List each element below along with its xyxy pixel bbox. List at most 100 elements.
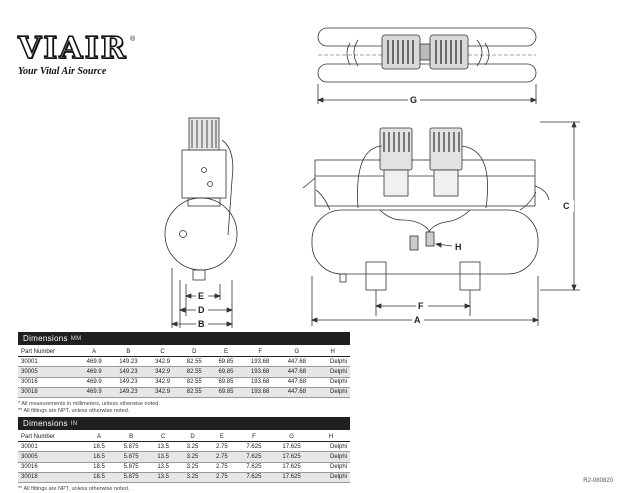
table-cell: 82.55: [178, 377, 211, 388]
table-cell: 30001: [18, 441, 85, 453]
table-cell: 13.5: [148, 451, 178, 463]
col-e: E: [210, 347, 242, 358]
table-cell: 30001: [18, 356, 79, 368]
table-cell: 447.68: [278, 377, 316, 388]
table-cell: 18.5: [84, 472, 114, 483]
dim-label-b: B: [198, 319, 205, 329]
col-d: D: [178, 347, 211, 358]
table-cell: 193.68: [241, 366, 279, 378]
table-cell: Delphi: [311, 472, 350, 483]
table-cell: 5.875: [113, 451, 149, 463]
table-cell: 7.625: [236, 462, 272, 473]
table-cell: 3.25: [177, 462, 208, 473]
table-cell: 5.875: [113, 472, 149, 483]
table-cell: 7.625: [236, 472, 272, 483]
dimensions-mm-header: Dimensions MM: [18, 332, 350, 345]
table-cell: 2.75: [207, 472, 237, 483]
table-cell: 69.85: [210, 377, 242, 388]
side-view: [164, 117, 238, 328]
logo-tagline: Your Vital Air Source: [18, 66, 107, 77]
col-c: C: [148, 432, 178, 443]
table-cell: 13.5: [148, 441, 178, 453]
table-cell: 469.9: [78, 356, 111, 368]
table-cell: 82.55: [178, 356, 211, 368]
table-cell: 2.75: [207, 462, 237, 473]
dimensions-mm-title: Dimensions: [23, 334, 68, 343]
table-cell: 30018: [18, 472, 85, 483]
logo-brand: VIAIR: [17, 31, 128, 66]
viair-logo: VIAIR ® Your Vital Air Source: [17, 31, 135, 77]
col-part-number: Part Number: [18, 347, 79, 358]
table-cell: 7.625: [236, 441, 272, 453]
col-g: G: [271, 432, 312, 443]
col-b: B: [113, 432, 149, 443]
dim-label-h: H: [455, 242, 462, 252]
table-cell: 193.68: [241, 356, 279, 368]
table-cell: 193.68: [241, 387, 279, 398]
table-cell: 30005: [18, 366, 79, 378]
table-cell: 447.68: [278, 356, 316, 368]
table-cell: 30016: [18, 462, 85, 473]
col-d: D: [177, 432, 208, 443]
table-cell: Delphi: [311, 462, 350, 473]
col-part-number: Part Number: [18, 432, 85, 443]
table-cell: 18.5: [84, 462, 114, 473]
table-cell: 18.5: [84, 441, 114, 453]
dim-label-c: C: [563, 201, 570, 211]
table-cell: 3.25: [177, 441, 208, 453]
registered-mark: ®: [130, 36, 136, 43]
in-note-1: ** All fittings are NPT, unless otherwis…: [18, 485, 130, 492]
table-cell: 3.25: [177, 451, 208, 463]
col-a: A: [84, 432, 114, 443]
table-cell: 342.9: [146, 356, 179, 368]
table-header-row: Part Number A B C D E F G H: [18, 347, 350, 358]
table-cell: 69.85: [210, 387, 242, 398]
col-h: H: [315, 347, 350, 358]
top-view: [316, 27, 538, 104]
table-cell: 17.625: [271, 462, 312, 473]
table-cell: 13.5: [148, 462, 178, 473]
table-cell: 30005: [18, 451, 85, 463]
dim-label-d: D: [198, 305, 205, 315]
dimensions-mm-section: Dimensions MM Part Number A B C D E F G …: [18, 332, 350, 415]
dimensions-in-unit: IN: [70, 420, 78, 427]
col-e: E: [207, 432, 237, 443]
table-cell: Delphi: [315, 366, 350, 378]
dim-label-e: E: [198, 291, 204, 301]
table-header-row: Part Number A B C D E F G H: [18, 432, 350, 443]
table-cell: Delphi: [315, 377, 350, 388]
table-cell: 82.55: [178, 366, 211, 378]
table-cell: 469.9: [78, 366, 111, 378]
mm-note-2: ** All fittings are NPT, unless otherwis…: [18, 407, 130, 414]
table-cell: 342.9: [146, 366, 179, 378]
table-cell: 193.68: [241, 377, 279, 388]
table-cell: 5.875: [113, 462, 149, 473]
dimensions-in-title: Dimensions: [23, 419, 68, 428]
table-cell: Delphi: [315, 387, 350, 398]
table-cell: 13.5: [148, 472, 178, 483]
table-cell: 18.5: [84, 451, 114, 463]
col-f: F: [236, 432, 272, 443]
front-view: [302, 120, 580, 326]
table-cell: 149.23: [110, 366, 147, 378]
col-b: B: [110, 347, 147, 358]
table-cell: 447.68: [278, 387, 316, 398]
table-cell: 342.9: [146, 377, 179, 388]
dim-label-g: G: [410, 95, 417, 105]
table-cell: 17.625: [271, 451, 312, 463]
table-cell: 149.23: [110, 387, 147, 398]
table-cell: 17.625: [271, 472, 312, 483]
table-cell: 82.55: [178, 387, 211, 398]
dim-label-f: F: [418, 301, 424, 311]
dimensions-mm-unit: MM: [70, 335, 82, 342]
table-cell: 469.9: [78, 387, 111, 398]
table-cell: 447.68: [278, 366, 316, 378]
